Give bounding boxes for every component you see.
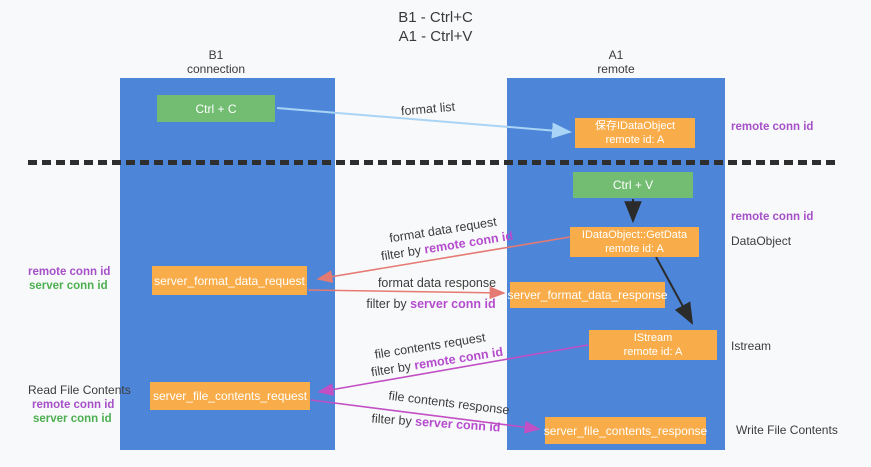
file-contents-request-arrow <box>317 344 589 396</box>
server-file-contents-response-node: server_file_contents_response <box>543 417 708 444</box>
right-column-name: A1 <box>608 48 624 62</box>
filter-by-text: filter by <box>371 411 416 429</box>
right-remote-conn-id-mid: remote conn id <box>731 211 814 223</box>
right-column-header: A1 remote <box>516 48 716 76</box>
machine-separator-dashed-line <box>28 160 836 165</box>
istream-node: IStream remote id: A <box>589 330 717 360</box>
server-conn-id-highlight: server conn id <box>410 297 496 311</box>
save-idataobject-node: 保存IDataObject remote id: A <box>575 118 695 148</box>
left-read-file-contents-label: Read File Contents <box>28 383 131 397</box>
istream-remote-id: remote id: A <box>623 346 683 358</box>
right-dataobject-label: DataObject <box>731 234 792 248</box>
idataobject-getdata-node: IDataObject::GetData remote id: A <box>570 227 699 257</box>
right-remote-conn-id-top: remote conn id <box>731 121 814 133</box>
getdata-label: IDataObject::GetData <box>581 229 688 241</box>
save-idataobject-remote-id: remote id: A <box>605 134 665 146</box>
title-line-2: A1 - Ctrl+V <box>398 28 473 45</box>
save-idataobject-label: 保存IDataObject <box>594 120 676 132</box>
getdata-to-istream-arrow <box>655 256 694 325</box>
left-column-name: B1 <box>208 48 224 62</box>
ctrl-c-node: Ctrl + C <box>157 95 275 122</box>
left-server-conn-id-top: server conn id <box>29 280 108 292</box>
left-remote-conn-id-bottom: remote conn id <box>32 399 115 411</box>
format-data-response-filter-label: filter by server conn id <box>366 297 495 311</box>
diagram-title: B1 - Ctrl+C A1 - Ctrl+V <box>0 8 871 46</box>
ctrl-v-label: Ctrl + V <box>612 178 654 192</box>
left-column-header: B1 connection <box>116 48 316 76</box>
filter-by-text: filter by <box>366 297 411 311</box>
right-column-subtitle: remote <box>597 62 635 76</box>
format-data-request-arrow <box>316 236 571 283</box>
server-file-contents-response-label: server_file_contents_response <box>543 423 708 438</box>
istream-label: IStream <box>633 332 673 344</box>
right-write-file-contents-label: Write File Contents <box>736 423 838 437</box>
server-file-contents-request-node: server_file_contents_request <box>150 382 310 410</box>
left-server-conn-id-bottom: server conn id <box>33 413 112 425</box>
server-file-contents-request-label: server_file_contents_request <box>152 389 308 403</box>
server-format-data-response-label: server_format_data_response <box>507 288 668 302</box>
ctrl-v-node: Ctrl + V <box>573 172 693 198</box>
format-list-arrow <box>276 107 572 139</box>
server-format-data-request-node: server_format_data_request <box>152 266 307 295</box>
right-istream-label: Istream <box>731 339 772 353</box>
left-remote-conn-id-top: remote conn id <box>28 266 111 278</box>
file-contents-response-arrow <box>310 399 541 434</box>
server-format-data-response-node: server_format_data_response <box>507 282 668 308</box>
left-column-subtitle: connection <box>186 62 246 76</box>
title-line-1: B1 - Ctrl+C <box>398 9 473 26</box>
getdata-remote-id: remote id: A <box>605 243 664 255</box>
format-data-response-arrow <box>307 286 506 300</box>
ctrl-c-label: Ctrl + C <box>195 101 237 116</box>
format-data-response-label: format data response <box>377 276 497 290</box>
server-format-data-request-label: server_format_data_request <box>154 273 305 288</box>
